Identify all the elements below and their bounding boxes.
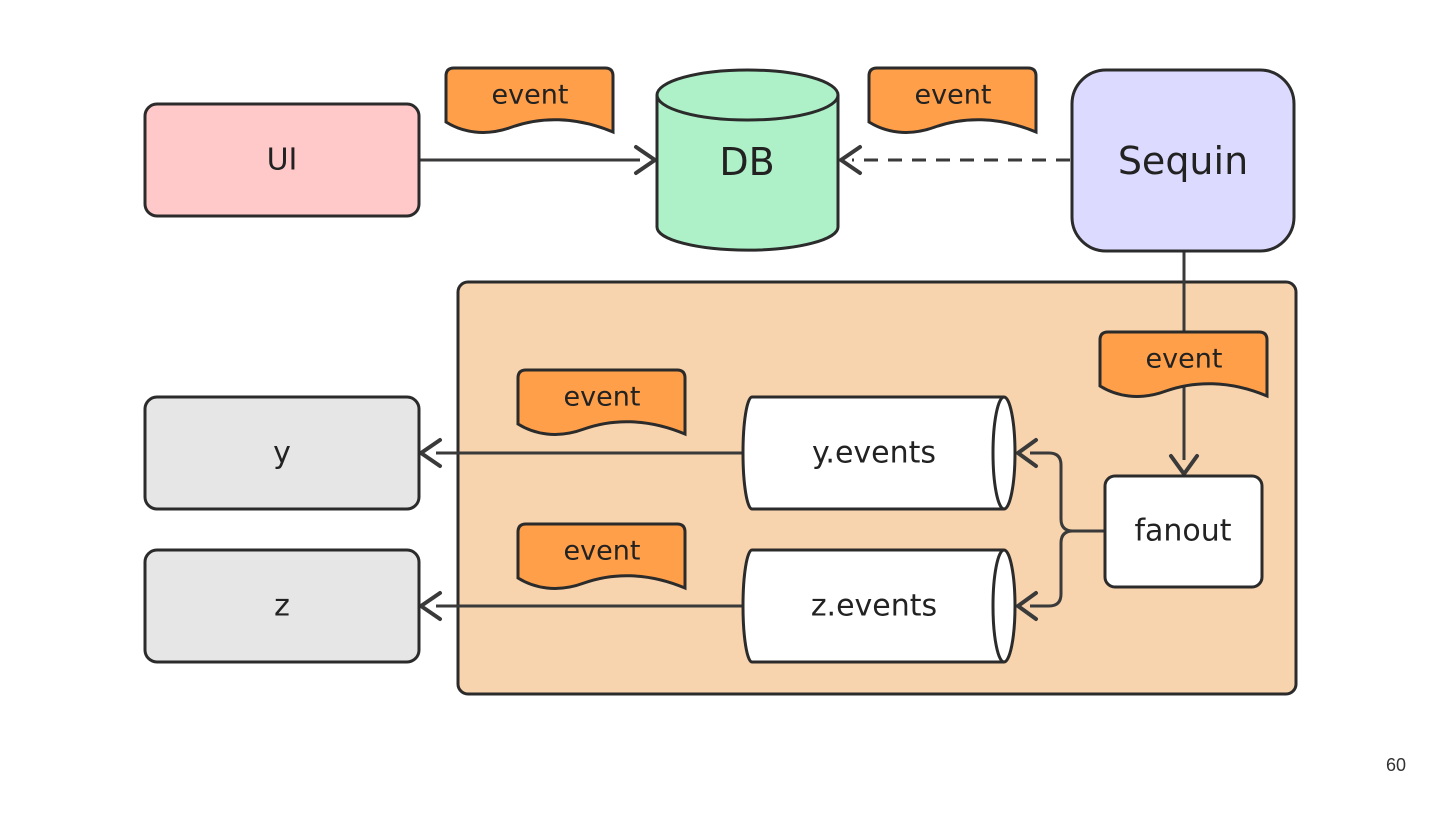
y-events-label: y.events bbox=[812, 436, 936, 471]
event-tag-sequin-to-db-label: event bbox=[915, 80, 992, 111]
sequin-node[interactable]: Sequin bbox=[1072, 70, 1294, 251]
event-tag-ui-to-db: event bbox=[446, 68, 613, 132]
db-node[interactable]: DB bbox=[657, 70, 838, 250]
event-tag-sequin-to-db: event bbox=[869, 68, 1036, 132]
event-tag-ui-to-db-label: event bbox=[492, 80, 569, 111]
event-tag-sequin-to-fanout-label: event bbox=[1146, 344, 1223, 375]
y-consumer-label: y bbox=[273, 436, 291, 471]
event-tag-z-events-to-z: event bbox=[518, 524, 685, 588]
event-tag-sequin-to-fanout: event bbox=[1100, 332, 1267, 396]
z-events-label: z.events bbox=[811, 589, 937, 624]
sequin-node-label: Sequin bbox=[1118, 139, 1248, 183]
y-events-stream[interactable]: y.events bbox=[743, 397, 1015, 509]
event-tag-y-events-to-y: event bbox=[518, 370, 685, 434]
event-tag-y-events-to-y-label: event bbox=[564, 382, 641, 413]
event-tag-z-events-to-z-label: event bbox=[564, 536, 641, 567]
slide-page-number: 60 bbox=[1386, 755, 1406, 776]
z-events-stream[interactable]: z.events bbox=[743, 550, 1015, 662]
sequin-to-db-dashed-arrow bbox=[841, 147, 1070, 173]
ui-node[interactable]: UI bbox=[145, 104, 419, 216]
ui-node-label: UI bbox=[267, 143, 298, 178]
z-consumer-label: z bbox=[274, 589, 290, 624]
fanout-node[interactable]: fanout bbox=[1105, 476, 1262, 587]
ui-to-db-arrow bbox=[419, 147, 655, 173]
y-consumer-node[interactable]: y bbox=[145, 397, 419, 509]
fanout-node-label: fanout bbox=[1134, 514, 1231, 549]
z-consumer-node[interactable]: z bbox=[145, 550, 419, 662]
db-node-label: DB bbox=[719, 140, 774, 184]
